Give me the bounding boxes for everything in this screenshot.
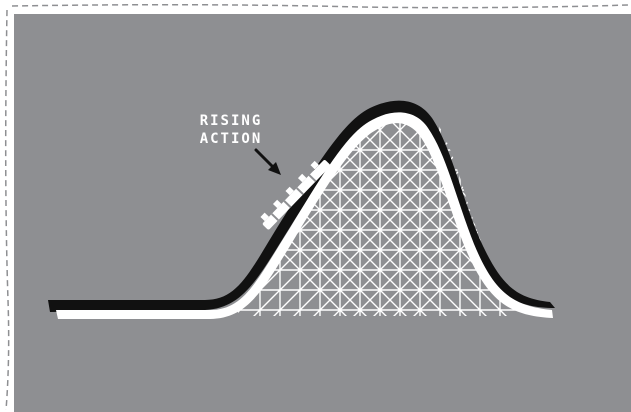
arrow-down-right-icon: [254, 148, 281, 175]
label-line-2: ACTION: [199, 131, 263, 147]
coaster-lattice: [238, 119, 520, 316]
coaster-track-rail: [56, 112, 553, 319]
coaster-track-shadow: [48, 100, 555, 312]
rising-action-label: RISING ACTION: [186, 112, 276, 148]
roller-coaster-cars-icon: [260, 160, 331, 230]
label-line-1: RISING: [199, 113, 263, 129]
